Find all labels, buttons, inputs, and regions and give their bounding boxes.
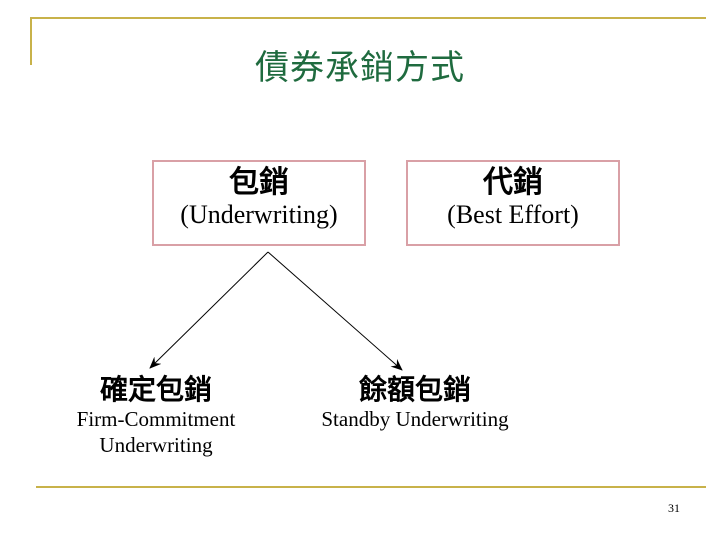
firm-commitment-node: 確定包銷 Firm-Commitment Underwriting xyxy=(56,374,256,458)
underwriting-box: 包銷 (Underwriting) xyxy=(152,160,366,246)
best-effort-en-label: (Best Effort) xyxy=(447,200,579,229)
underwriting-cjk-label: 包銷 xyxy=(229,165,289,200)
standby-en-line1: Standby Underwriting xyxy=(321,407,509,431)
best-effort-cjk-label: 代銷 xyxy=(483,165,543,200)
page-number: 31 xyxy=(668,501,680,515)
arrow-to-standby xyxy=(267,251,403,371)
arrow-to-firm-commitment xyxy=(149,251,269,369)
underwriting-en-label: (Underwriting) xyxy=(180,200,338,229)
firm-commitment-en-line2: Underwriting xyxy=(99,433,213,457)
frame-top-line xyxy=(30,17,706,19)
standby-cjk-label: 餘額包銷 xyxy=(358,373,471,406)
frame-bottom-line xyxy=(36,486,706,488)
firm-commitment-cjk-label: 確定包銷 xyxy=(99,373,212,406)
slide-title: 債券承銷方式 xyxy=(255,48,465,88)
firm-commitment-en-line1: Firm-Commitment xyxy=(76,407,236,431)
frame-left-line xyxy=(30,17,32,65)
standby-node: 餘額包銷 Standby Underwriting xyxy=(300,374,530,432)
best-effort-box: 代銷 (Best Effort) xyxy=(406,160,620,246)
